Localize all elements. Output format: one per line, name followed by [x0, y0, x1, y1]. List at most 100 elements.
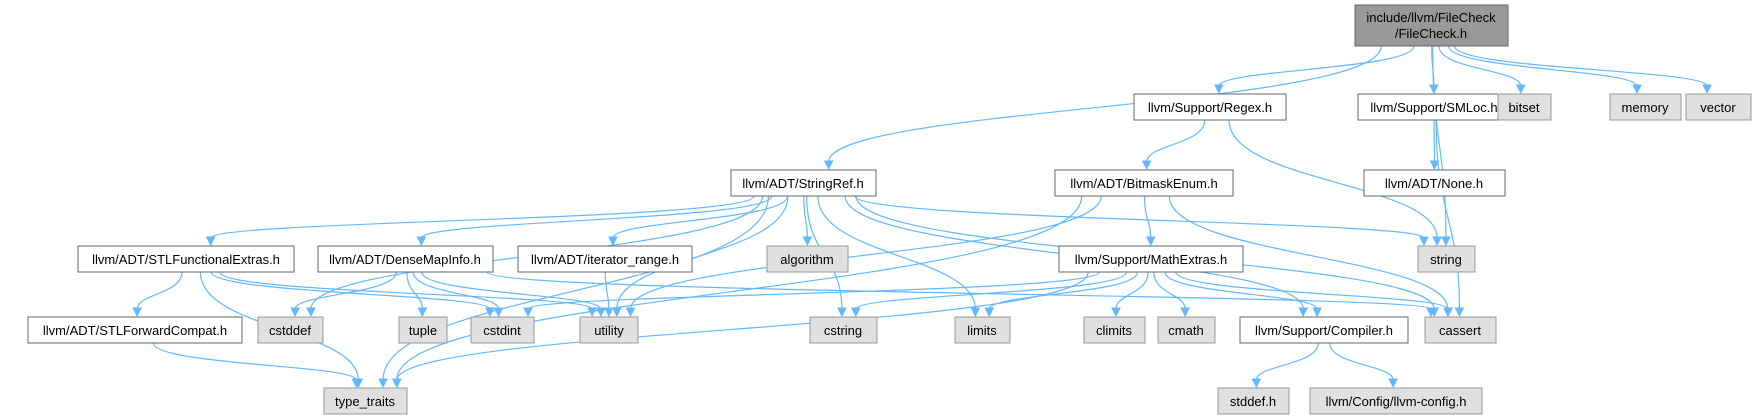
edge-arrowhead — [1429, 160, 1440, 171]
node-utility-label: utility — [594, 323, 624, 338]
edge-line — [629, 195, 1102, 310]
node-bitmaskenum-label: llvm/ADT/BitmaskEnum.h — [1070, 176, 1217, 191]
node-smloc[interactable]: llvm/Support/SMLoc.h — [1357, 93, 1511, 121]
edge-line — [420, 195, 773, 239]
edge-line — [486, 271, 1432, 310]
edge-line — [294, 271, 397, 310]
edge-arrowhead — [1251, 378, 1262, 389]
node-none-label: llvm/ADT/None.h — [1385, 176, 1483, 191]
node-climits-label: climits — [1096, 323, 1133, 338]
edge-line — [1329, 342, 1394, 381]
edge-arrowhead — [1702, 84, 1712, 95]
edge-arrowhead — [417, 307, 428, 318]
edge-arrowhead — [1214, 84, 1224, 95]
node-filecheck: include/llvm/FileCheck /FileCheck.h — [1354, 4, 1509, 47]
edge-arrowhead — [523, 307, 533, 318]
edge-line — [1431, 45, 1435, 87]
edge-line — [396, 195, 1083, 381]
edge-densemapinfo-to-cassert — [486, 271, 1436, 318]
edge-arrowhead — [1441, 236, 1451, 247]
edge-arrowhead — [351, 378, 362, 389]
edge-arrowhead — [1429, 84, 1439, 95]
node-tuple-label: tuple — [409, 323, 437, 338]
node-none[interactable]: llvm/ADT/None.h — [1363, 169, 1506, 197]
node-mathextras[interactable]: llvm/Support/MathExtras.h — [1058, 245, 1244, 273]
edge-arrowhead — [1312, 307, 1322, 318]
node-cstddef-label: cstddef — [269, 323, 311, 338]
node-filecheck-label-line2: /FileCheck.h — [1395, 26, 1467, 41]
edge-line — [1175, 271, 1449, 310]
edge-line — [1168, 195, 1449, 310]
edge-line — [1435, 119, 1461, 310]
node-stringref[interactable]: llvm/ADT/StringRef.h — [730, 169, 877, 197]
edge-arrowhead — [1432, 236, 1442, 247]
edge-line — [406, 271, 423, 310]
edge-arrowhead — [1111, 307, 1121, 318]
node-regex-label: llvm/Support/Regex.h — [1148, 100, 1272, 115]
edge-line — [1255, 342, 1319, 381]
edge-arrowhead — [608, 236, 618, 247]
node-typetraits-label: type_traits — [335, 394, 395, 409]
node-limits: limits — [954, 316, 1011, 344]
node-bitset-label: bitset — [1508, 100, 1539, 115]
edge-line — [855, 271, 1127, 310]
edge-arrowhead — [306, 307, 316, 318]
edge-arrowhead — [850, 307, 861, 318]
edge-regex-to-string — [1228, 119, 1442, 247]
edge-line — [210, 195, 755, 239]
edge-stringref-to-stlfunctional — [205, 195, 755, 247]
edge-mathextras-to-cstdint — [523, 271, 1100, 318]
node-vector: vector — [1685, 93, 1752, 121]
edge-arrowhead — [604, 307, 614, 318]
edge-arrowhead — [290, 307, 300, 318]
node-stlforward-label: llvm/ADT/STLForwardCompat.h — [43, 323, 227, 338]
node-mathextras-label: llvm/Support/MathExtras.h — [1075, 252, 1227, 267]
edge-arrowhead — [205, 236, 216, 247]
node-memory: memory — [1609, 93, 1682, 121]
edge-smloc-to-none — [1429, 119, 1440, 171]
edge-arrowhead — [1388, 378, 1398, 389]
edge-stringref-to-iteratorrange — [608, 195, 789, 247]
edge-compiler-to-stddef — [1251, 342, 1319, 389]
edge-line — [1453, 45, 1708, 87]
node-cmath: cmath — [1157, 316, 1216, 344]
node-bitmaskenum[interactable]: llvm/ADT/BitmaskEnum.h — [1054, 169, 1234, 197]
node-regex[interactable]: llvm/Support/Regex.h — [1133, 93, 1287, 121]
node-iteratorrange[interactable]: llvm/ADT/iterator_range.h — [517, 245, 693, 273]
edge-arrowhead — [493, 307, 504, 318]
node-cassert-label: cassert — [1439, 323, 1481, 338]
edge-arrowhead — [802, 236, 813, 247]
node-algorithm: algorithm — [766, 245, 849, 273]
node-stddef: stddef.h — [1217, 387, 1290, 415]
edge-arrowhead — [378, 378, 388, 389]
node-densemapinfo[interactable]: llvm/ADT/DenseMapInfo.h — [317, 245, 494, 273]
edge-line — [136, 271, 183, 310]
edge-arrowhead — [416, 236, 427, 247]
node-iteratorrange-label: llvm/ADT/iterator_range.h — [531, 252, 679, 267]
node-compiler[interactable]: llvm/Support/Compiler.h — [1239, 316, 1409, 344]
edge-line — [1218, 45, 1415, 87]
node-string: string — [1417, 245, 1476, 273]
node-limits-label: limits — [967, 323, 997, 338]
edge-stlforward-to-typetraits — [152, 342, 362, 389]
edge-stringref-to-densemapinfo — [416, 195, 773, 247]
edge-line — [1146, 119, 1206, 163]
edge-bitmaskenum-to-utility — [625, 195, 1102, 318]
edge-arrowhead — [132, 307, 142, 318]
edge-stringref-to-string — [854, 195, 1429, 247]
node-cstring-label: cstring — [824, 323, 862, 338]
node-algorithm-label: algorithm — [780, 252, 833, 267]
edge-stringref-to-limits — [817, 195, 981, 318]
edge-arrowhead — [1298, 307, 1308, 318]
edge-densemapinfo-to-utility — [421, 271, 606, 318]
node-stlfunctional[interactable]: llvm/ADT/STLFunctionalExtras.h — [77, 245, 295, 273]
edge-arrowhead — [611, 307, 622, 318]
edge-line — [527, 271, 1100, 310]
edge-iteratorrange-to-utility — [604, 271, 614, 318]
edge-densemapinfo-to-cstddef — [290, 271, 397, 318]
node-stlforward[interactable]: llvm/ADT/STLForwardCompat.h — [27, 316, 243, 344]
edge-line — [210, 271, 491, 310]
edge-line — [1164, 271, 1318, 310]
edge-arrowhead — [1141, 160, 1152, 171]
edge-stlfunctional-to-cstdint — [210, 271, 495, 318]
